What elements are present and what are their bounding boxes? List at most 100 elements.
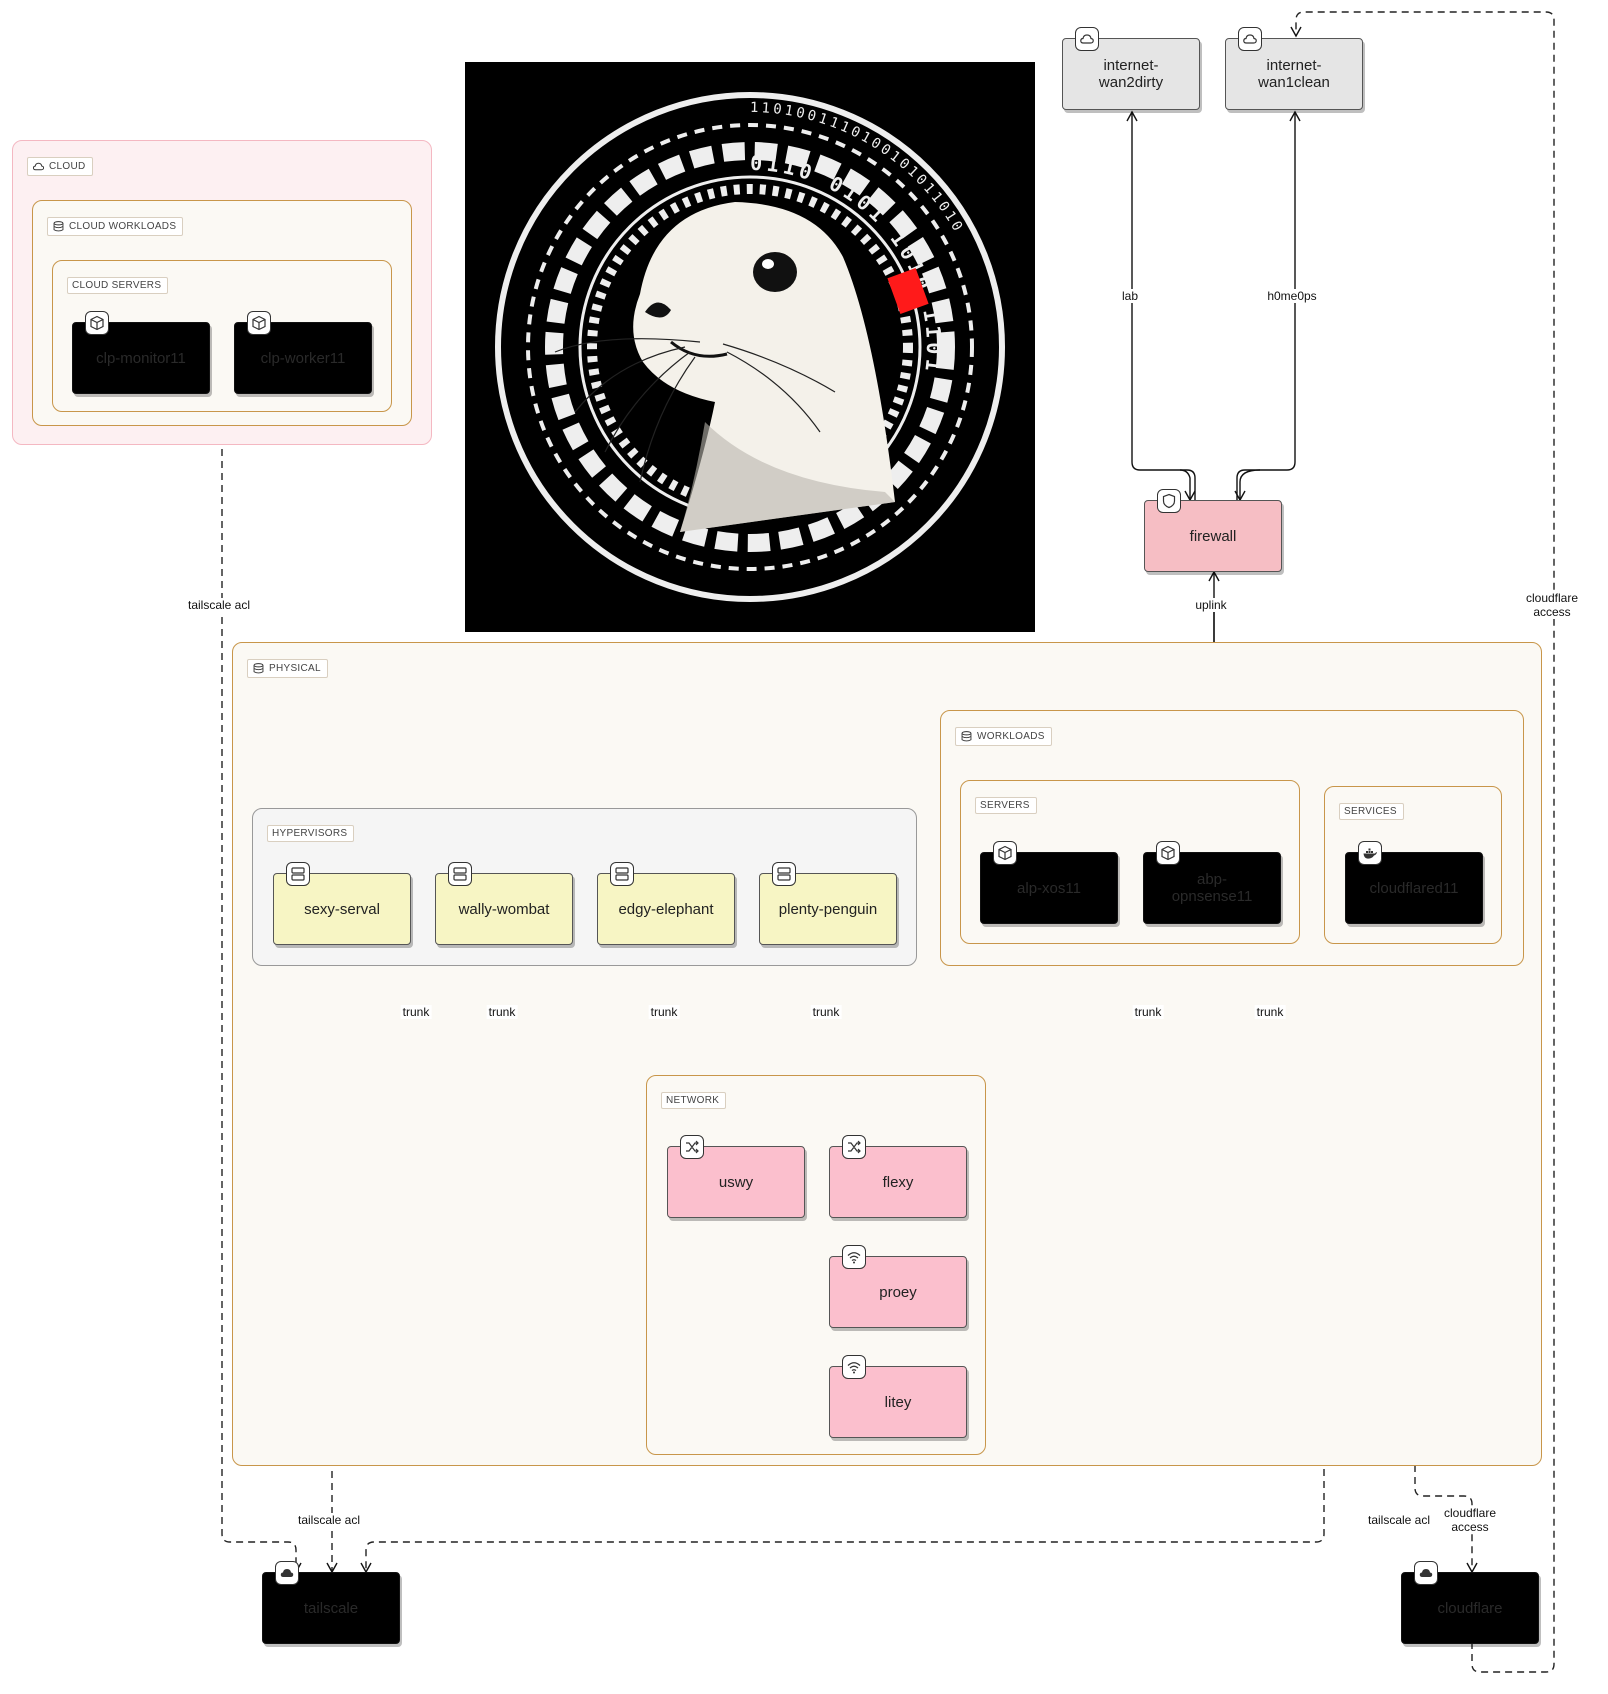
- node-plenty-penguin[interactable]: plenty-penguin: [759, 862, 897, 945]
- edge-cloudflare-access-cloudflared: [1414, 925, 1478, 1574]
- node-internet-wan2dirty-label: internet- wan2dirty: [1098, 57, 1164, 91]
- box-icon: [1156, 841, 1180, 865]
- node-plenty-penguin-label: plenty-penguin: [778, 900, 878, 918]
- group-network-label: NETWORK: [666, 1095, 720, 1106]
- group-workloads-tag: WORKLOADS: [955, 727, 1052, 746]
- wifi-icon: [842, 1355, 866, 1379]
- node-clp-monitor11[interactable]: clp-monitor11: [72, 311, 210, 394]
- node-abp-opnsense11[interactable]: abp- opnsense11: [1143, 841, 1281, 924]
- node-cloudflared11-label: cloudflared11: [1369, 879, 1459, 897]
- box-icon: [247, 311, 271, 335]
- edge-cloudflare-access-wan: [1290, 11, 1555, 1673]
- edge-label-uplink: uplink: [1193, 598, 1229, 612]
- edge-label-h0me0ps: h0me0ps: [1265, 289, 1319, 303]
- node-clp-monitor11-label: clp-monitor11: [96, 349, 186, 367]
- cloud-icon: [1238, 27, 1262, 51]
- edge-lab: [1126, 110, 1196, 500]
- edge-label-trunk-2: trunk: [486, 1005, 518, 1019]
- edge-h0me0ps-arrow-end: [1234, 469, 1261, 502]
- group-servers-label: SERVERS: [980, 800, 1030, 811]
- group-physical-tag: PHYSICAL: [247, 659, 328, 678]
- logo-accent-square: [887, 268, 929, 314]
- node-clp-worker11[interactable]: clp-worker11: [234, 311, 372, 394]
- node-cloudflare-label: cloudflare: [1437, 1599, 1503, 1617]
- cloud-icon: [32, 162, 45, 171]
- node-alp-xos11-label: alp-xos11: [1017, 879, 1081, 897]
- database-icon: [253, 663, 264, 674]
- edge-h0me0ps: [1236, 110, 1301, 500]
- node-wally-wombat[interactable]: wally-wombat: [435, 862, 573, 945]
- node-flexy-label: flexy: [882, 1173, 914, 1191]
- group-services-tag: SERVICES: [1339, 803, 1404, 820]
- edge-label-trunk-5: trunk: [1132, 1005, 1164, 1019]
- node-uswy[interactable]: uswy: [667, 1135, 805, 1218]
- group-servers-tag: SERVERS: [975, 797, 1037, 814]
- seal-logo-art: 1101001110100101011010 0110 0101 1010 11…: [495, 92, 1005, 602]
- edge-label-trunk-4: trunk: [810, 1005, 842, 1019]
- server-icon: [772, 862, 796, 886]
- node-firewall-label: firewall: [1189, 527, 1237, 545]
- node-edgy-elephant-label: edgy-elephant: [618, 900, 714, 918]
- node-tailscale-label: tailscale: [303, 1599, 359, 1617]
- node-internet-wan1clean[interactable]: internet- wan1clean: [1225, 27, 1363, 110]
- server-icon: [286, 862, 310, 886]
- edge-label-tailscale-acl-2: tailscale acl: [295, 1513, 363, 1527]
- server-icon: [448, 862, 472, 886]
- edge-tailscale-acl-cloud: [221, 425, 302, 1574]
- node-cloudflared11[interactable]: cloudflared11: [1345, 841, 1483, 924]
- wifi-icon: [842, 1245, 866, 1269]
- cloud-solid-icon: [1414, 1561, 1438, 1585]
- edge-label-tailscale-acl-1: tailscale acl: [185, 598, 253, 612]
- group-services-label: SERVICES: [1344, 806, 1397, 817]
- cloud-solid-icon: [275, 1561, 299, 1585]
- node-litey-label: litey: [884, 1393, 912, 1411]
- group-cloud-servers-label: CLOUD SERVERS: [72, 280, 162, 291]
- node-sexy-serval[interactable]: sexy-serval: [273, 862, 411, 945]
- edge-lab-arrow-end: [1179, 469, 1196, 502]
- group-cloud-tag: CLOUD: [27, 157, 93, 176]
- group-cloud-workloads-label: CLOUD WORKLOADS: [69, 221, 177, 232]
- node-internet-wan2dirty[interactable]: internet- wan2dirty: [1062, 27, 1200, 110]
- node-proey-label: proey: [879, 1283, 917, 1301]
- database-icon: [53, 221, 64, 232]
- box-icon: [993, 841, 1017, 865]
- node-tailscale[interactable]: tailscale: [262, 1561, 400, 1644]
- node-sexy-serval-label: sexy-serval: [304, 900, 380, 918]
- docker-icon: [1358, 841, 1382, 865]
- box-icon: [85, 311, 109, 335]
- edge-label-lab: lab: [1119, 289, 1141, 303]
- node-flexy[interactable]: flexy: [829, 1135, 967, 1218]
- group-cloud-servers-tag: CLOUD SERVERS: [67, 277, 169, 294]
- group-workloads-label: WORKLOADS: [977, 731, 1045, 742]
- edge-label-trunk-3: trunk: [648, 1005, 680, 1019]
- node-internet-wan1clean-label: internet- wan1clean: [1258, 57, 1330, 91]
- node-litey[interactable]: litey: [829, 1355, 967, 1438]
- node-edgy-elephant[interactable]: edgy-elephant: [597, 862, 735, 945]
- edge-label-trunk-6: trunk: [1254, 1005, 1286, 1019]
- switch-icon: [842, 1135, 866, 1159]
- group-network-tag: NETWORK: [661, 1092, 727, 1109]
- node-firewall[interactable]: firewall: [1144, 489, 1282, 572]
- group-physical-label: PHYSICAL: [269, 663, 321, 674]
- node-proey[interactable]: proey: [829, 1245, 967, 1328]
- node-cloudflare[interactable]: cloudflare: [1401, 1561, 1539, 1644]
- group-hypervisors-tag: HYPERVISORS: [267, 825, 355, 842]
- node-wally-wombat-label: wally-wombat: [458, 900, 550, 918]
- shield-icon: [1157, 489, 1181, 513]
- node-uswy-label: uswy: [718, 1173, 754, 1191]
- edge-label-cloudflare-access-2: cloudflare access: [1441, 1506, 1499, 1534]
- node-abp-opnsense11-label: abp- opnsense11: [1171, 871, 1253, 905]
- server-icon: [610, 862, 634, 886]
- edge-label-trunk-1: trunk: [400, 1005, 432, 1019]
- switch-icon: [680, 1135, 704, 1159]
- database-icon: [961, 731, 972, 742]
- edge-label-tailscale-acl-3: tailscale acl: [1365, 1513, 1433, 1527]
- node-alp-xos11[interactable]: alp-xos11: [980, 841, 1118, 924]
- seal-logo: 1101001110100101011010 0110 0101 1010 11…: [465, 62, 1035, 632]
- group-hypervisors-label: HYPERVISORS: [272, 828, 348, 839]
- edge-label-cloudflare-access-1: cloudflare access: [1523, 591, 1581, 619]
- cloud-icon: [1075, 27, 1099, 51]
- group-cloud-label: CLOUD: [49, 161, 86, 172]
- group-cloud-workloads-tag: CLOUD WORKLOADS: [47, 217, 184, 236]
